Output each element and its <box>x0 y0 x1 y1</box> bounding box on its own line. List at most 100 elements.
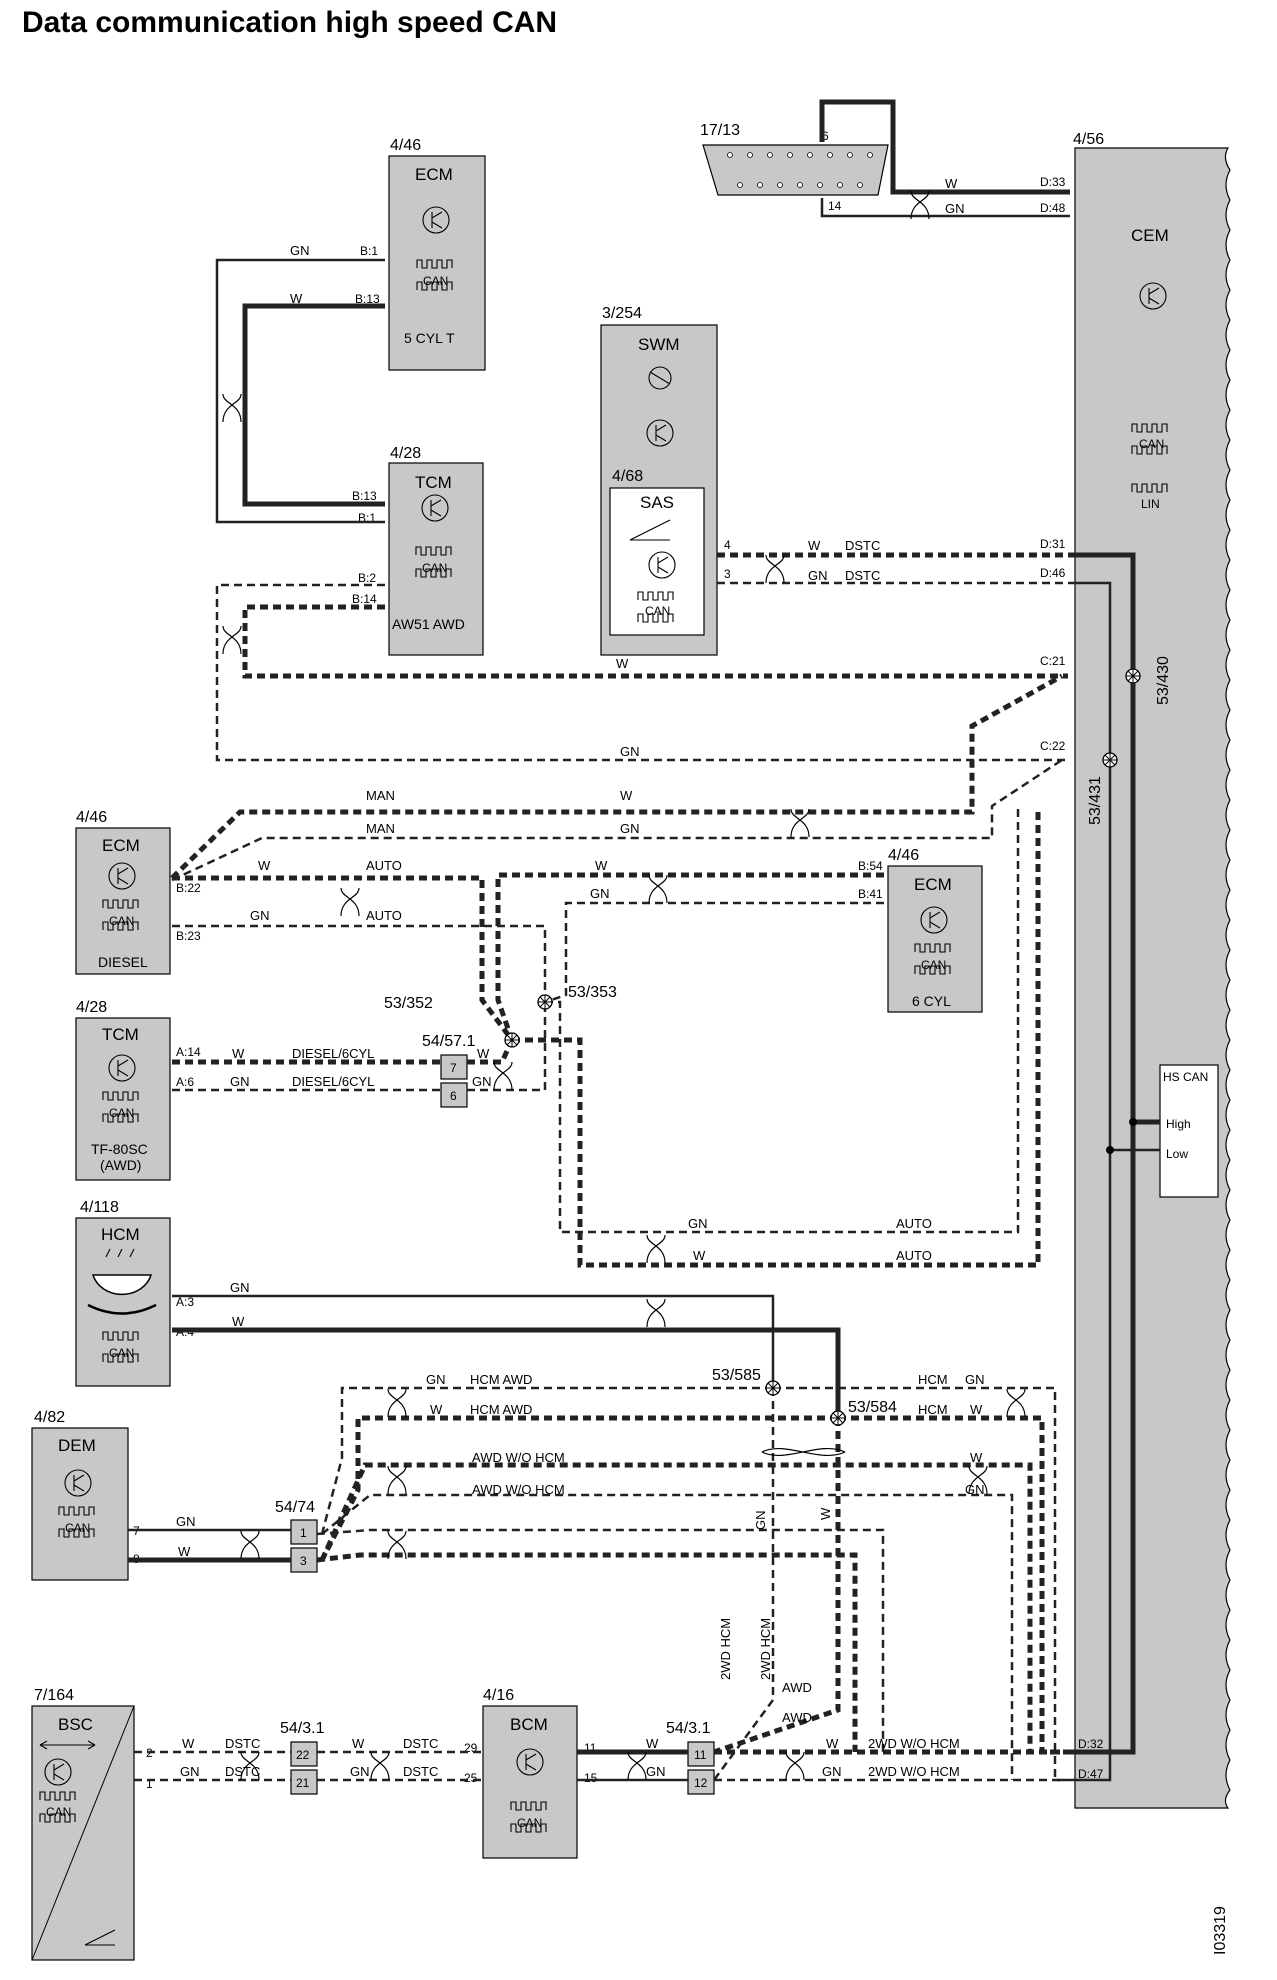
hcm-name: HCM <box>101 1225 140 1244</box>
svg-text:DSTC: DSTC <box>225 1736 260 1751</box>
splice-53-353 <box>537 994 553 1010</box>
tcm-tf80-sub2: (AWD) <box>100 1157 141 1173</box>
cem-name: CEM <box>1131 226 1169 245</box>
ecm-5cyl-name: ECM <box>415 165 453 184</box>
svg-text:6: 6 <box>450 1089 457 1103</box>
twist-markers <box>222 190 1026 1781</box>
tcm-tf80-ref: 4/28 <box>76 999 107 1016</box>
dem-name: DEM <box>58 1436 96 1455</box>
svg-text:W: W <box>826 1736 839 1751</box>
figure-id: I03319 <box>1212 1906 1229 1955</box>
svg-text:GN: GN <box>620 744 640 759</box>
svg-text:W: W <box>477 1046 490 1061</box>
ecm-diesel-pin-b23: B:23 <box>176 929 201 943</box>
svg-text:GN: GN <box>590 886 610 901</box>
svg-text:MAN: MAN <box>366 821 395 836</box>
tcm-aw51-sub: AW51 AWD <box>392 616 465 632</box>
connector-54-3-1-right: 54/3.1 11 12 <box>666 1720 715 1795</box>
svg-text:GN: GN <box>426 1372 446 1387</box>
dlc-pin-6: 6 <box>822 129 829 143</box>
legend-title: HS CAN <box>1163 1070 1208 1084</box>
bcm-name: BCM <box>510 1715 548 1734</box>
cem-pin-c21: C:21 <box>1040 654 1066 668</box>
svg-text:W: W <box>430 1402 443 1417</box>
svg-text:W: W <box>808 538 821 553</box>
cem-pin-d31: D:31 <box>1040 537 1066 551</box>
connector-54-74-ref: 54/74 <box>275 1499 315 1516</box>
svg-text:GN: GN <box>965 1372 985 1387</box>
ecm-6cyl-pin-b54: B:54 <box>858 859 883 873</box>
splice-53-585 <box>765 1380 781 1396</box>
wires <box>128 99 1160 1782</box>
svg-text:AUTO: AUTO <box>366 858 402 873</box>
svg-text:7: 7 <box>450 1061 457 1075</box>
ecm-5cyl-ref: 4/46 <box>390 137 421 154</box>
bsc-name: BSC <box>58 1715 93 1734</box>
ecm-5cyl-module: 4/46 ECM CAN 5 CYL T B:1 B:13 <box>355 137 486 371</box>
ecm-6cyl-name: ECM <box>914 875 952 894</box>
svg-text:W: W <box>352 1736 365 1751</box>
cem-pin-d32: D:32 <box>1078 1737 1104 1751</box>
tcm-tf80-pin-a6: A:6 <box>176 1075 194 1089</box>
tcm-aw51-ref: 4/28 <box>390 445 421 462</box>
ecm-diesel-can-label: CAN <box>109 914 134 928</box>
tcm-aw51-name: TCM <box>415 473 452 492</box>
sas-name: SAS <box>640 493 674 512</box>
svg-text:GN: GN <box>230 1280 250 1295</box>
svg-text:AWD W/O HCM: AWD W/O HCM <box>472 1450 565 1465</box>
dlc-ref: 17/13 <box>700 122 740 139</box>
svg-text:GN: GN <box>620 821 640 836</box>
svg-text:21: 21 <box>296 1776 310 1790</box>
svg-text:1: 1 <box>300 1526 307 1540</box>
splice-53-353-label: 53/353 <box>568 984 617 1001</box>
hcm-pin-a3: A:3 <box>176 1295 194 1309</box>
svg-text:W: W <box>970 1450 983 1465</box>
svg-text:DSTC: DSTC <box>225 1764 260 1779</box>
svg-text:W: W <box>258 858 271 873</box>
svg-text:DIESEL/6CYL: DIESEL/6CYL <box>292 1074 374 1089</box>
swm-name: SWM <box>638 335 680 354</box>
svg-text:2WD W/O HCM: 2WD W/O HCM <box>868 1736 960 1751</box>
splice-53-584 <box>830 1410 846 1426</box>
splice-53-430 <box>1125 668 1141 684</box>
svg-text:AWD: AWD <box>782 1710 812 1725</box>
legend-low: Low <box>1166 1147 1188 1161</box>
tcm-tf80-can-label: CAN <box>109 1106 134 1120</box>
double-arrow-icon <box>39 1740 96 1750</box>
swm-ref: 3/254 <box>602 305 642 322</box>
headlamp-rays-icon <box>105 1248 135 1258</box>
cem-pin-d47: D:47 <box>1078 1767 1104 1781</box>
svg-text:GN: GN <box>176 1514 196 1529</box>
tcm-aw51-can-label: CAN <box>422 561 447 575</box>
ecm-diesel-name: ECM <box>102 836 140 855</box>
sas-ref: 4/68 <box>612 468 643 485</box>
svg-text:W: W <box>232 1046 245 1061</box>
svg-text:AWD W/O HCM: AWD W/O HCM <box>472 1482 565 1497</box>
bcm-pin-25: 25 <box>464 1771 478 1785</box>
svg-text:HCM: HCM <box>918 1402 948 1417</box>
svg-text:AUTO: AUTO <box>896 1216 932 1231</box>
bcm-module: 4/16 BCM CAN 29 25 11 15 <box>464 1687 598 1859</box>
svg-text:2WD W/O HCM: 2WD W/O HCM <box>868 1764 960 1779</box>
svg-text:DSTC: DSTC <box>845 538 880 553</box>
ecm-6cyl-ref: 4/46 <box>888 847 919 864</box>
variant-labels: DSTC DSTC MAN MAN AUTO AUTO DIESEL/6CYL … <box>225 538 960 1779</box>
bcm-can-label: CAN <box>517 1816 542 1830</box>
ecm-diesel-sub: DIESEL <box>98 954 148 970</box>
ecm-6cyl-sub: 6 CYL <box>912 993 951 1009</box>
dem-module: 4/82 DEM CAN 7 8 <box>31 1409 140 1581</box>
cem-module: 4/56 CEM CAN LIN D:33 D:48 D:31 D:46 C:2… <box>1040 131 1231 1809</box>
svg-text:GN: GN <box>350 1764 370 1779</box>
svg-text:GN: GN <box>230 1074 250 1089</box>
svg-text:11: 11 <box>694 1748 707 1762</box>
splice-53-352-label: 53/352 <box>384 995 433 1012</box>
bsc-can-label: CAN <box>46 1805 71 1819</box>
svg-text:AWD: AWD <box>782 1680 812 1695</box>
svg-text:3: 3 <box>300 1554 307 1568</box>
svg-text:12: 12 <box>694 1776 708 1790</box>
svg-text:GN: GN <box>822 1764 842 1779</box>
svg-text:22: 22 <box>296 1748 310 1762</box>
bsc-module: 7/164 BSC CAN 2 1 <box>31 1687 153 1961</box>
svg-text:GN: GN <box>472 1074 492 1089</box>
connector-54-74: 54/74 1 3 <box>275 1499 318 1573</box>
